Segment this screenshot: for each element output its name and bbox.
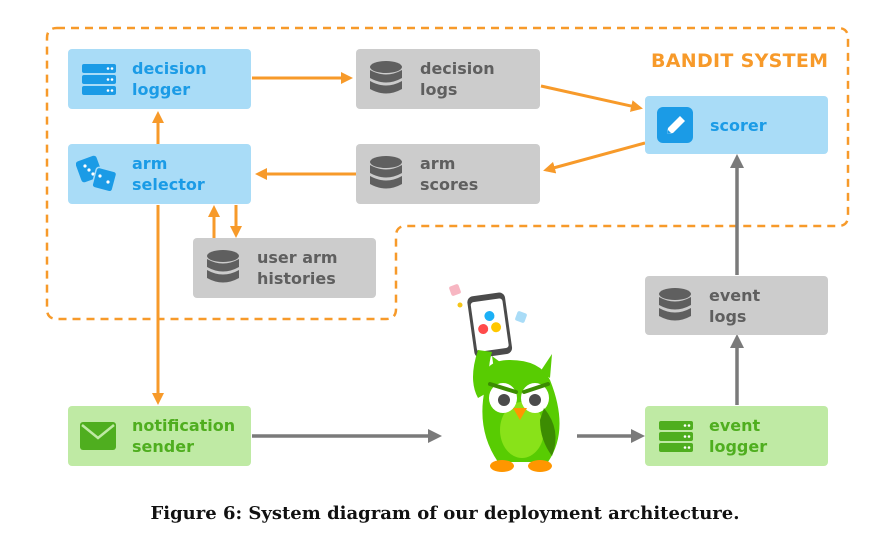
arm-scores-label: arm scores <box>420 154 479 194</box>
decision-logs-label: decision logs <box>420 59 495 99</box>
arrow-decision-logs-to-scorer <box>540 84 643 112</box>
arm-selector-node: arm selector <box>68 144 251 204</box>
confetti-yellow <box>457 302 463 308</box>
user-arm-histories-label: user arm histories <box>257 248 338 288</box>
notification-sender-label: notification sender <box>132 416 236 456</box>
user-arm-histories-node: user arm histories <box>193 238 376 298</box>
arm-scores-node: arm scores <box>356 144 540 204</box>
decision-logger-label: decision logger <box>132 59 207 99</box>
figure-caption: Figure 6: System diagram of our deployme… <box>150 503 740 524</box>
server-icon <box>659 421 693 452</box>
notification-sender-node: notification sender <box>68 406 251 466</box>
event-logs-label: event logs <box>709 285 761 326</box>
arrow-scorer-to-arm-scores <box>543 141 646 174</box>
envelope-icon <box>80 422 116 450</box>
event-logger-label: event logger <box>709 416 768 456</box>
confetti-pink <box>449 284 461 296</box>
owl-right-foot <box>528 460 552 472</box>
event-logs-node: event logs <box>645 276 828 335</box>
decision-logs-node: decision logs <box>356 49 540 109</box>
scorer-label: scorer <box>710 115 767 135</box>
phone-icon <box>467 292 513 358</box>
event-logger-node: event logger <box>645 406 828 466</box>
database-icon <box>370 61 402 94</box>
owl-mascot-illustration <box>449 284 560 472</box>
server-icon <box>82 64 116 95</box>
owl-left-foot <box>490 460 514 472</box>
dice-icon <box>76 155 118 193</box>
database-icon <box>207 250 239 283</box>
scorer-node: scorer <box>645 96 828 154</box>
owl-beak <box>513 408 527 420</box>
database-icon <box>370 156 402 189</box>
database-icon <box>659 288 691 321</box>
confetti-blue <box>515 311 527 323</box>
pencil-icon <box>657 107 693 143</box>
bandit-system-title: BANDIT SYSTEM <box>651 50 829 72</box>
arm-selector-label: arm selector <box>132 154 205 194</box>
decision-logger-node: decision logger <box>68 49 251 109</box>
